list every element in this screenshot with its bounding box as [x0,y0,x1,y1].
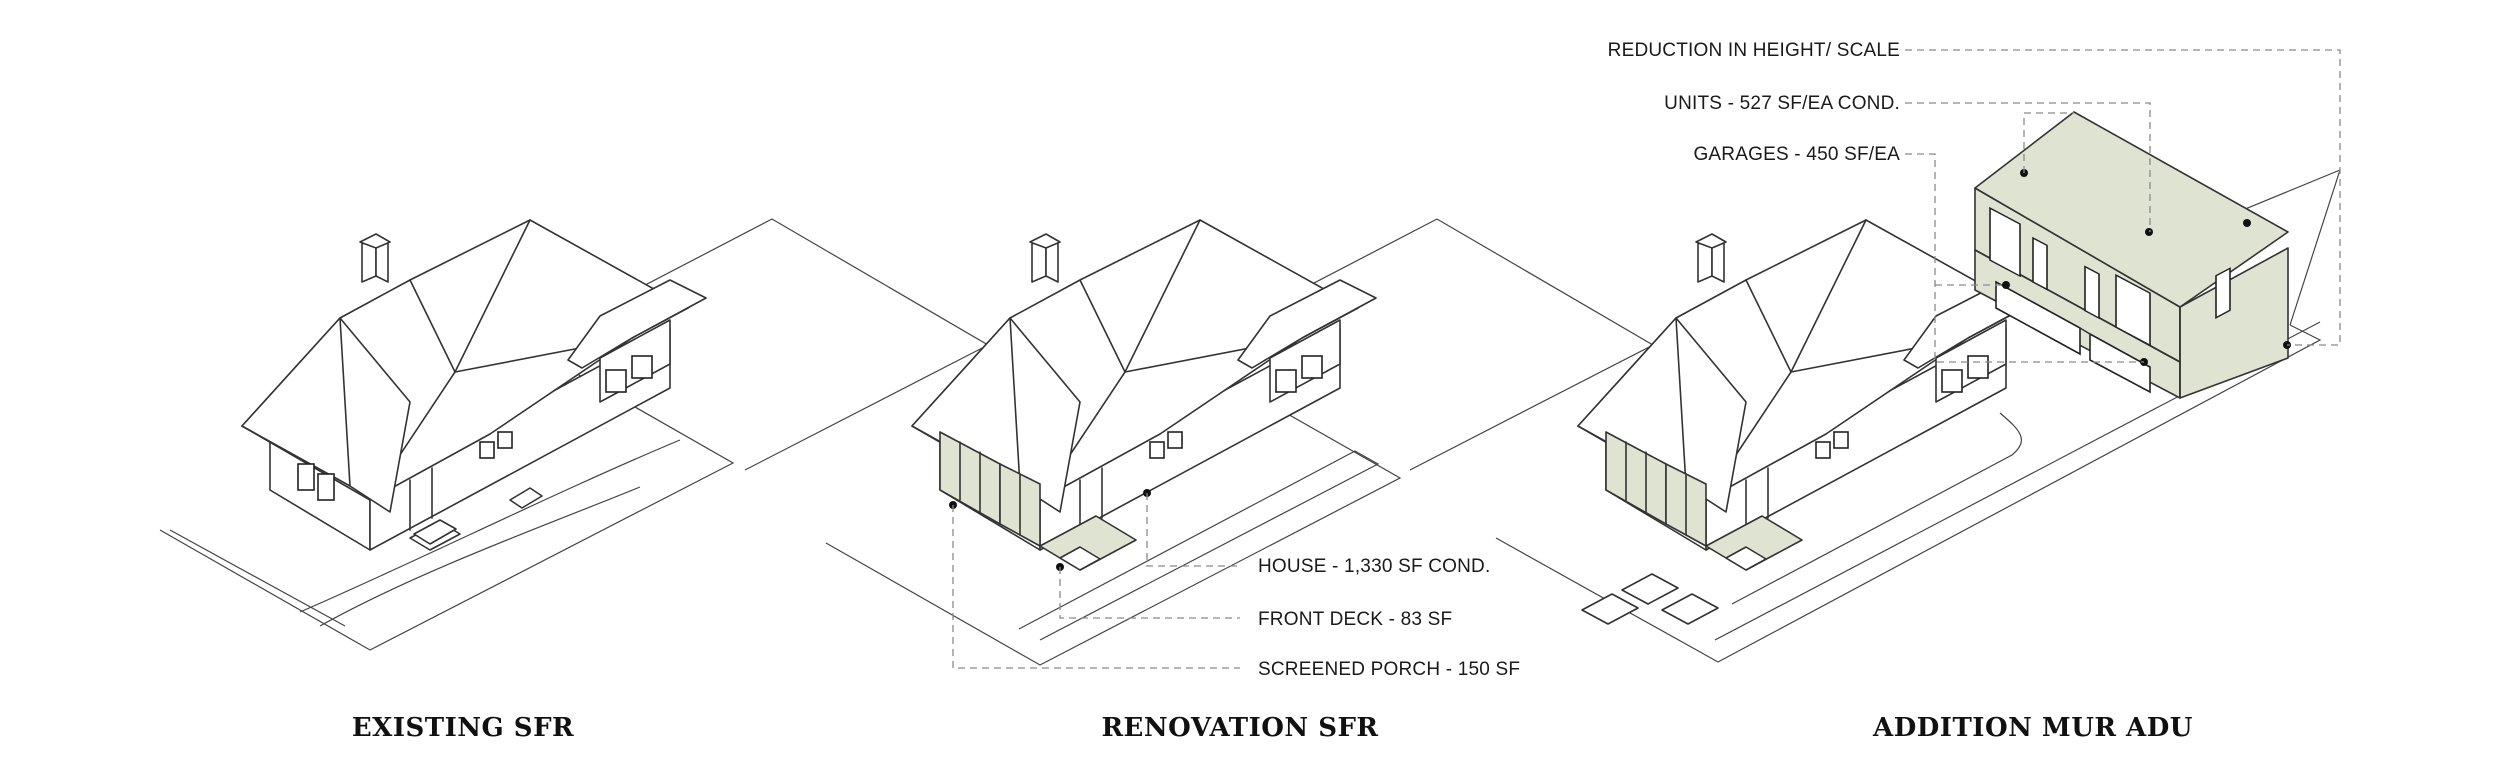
adu-building [1974,111,2291,399]
label-garages: GARAGES - 450 SF/EA [1693,144,1900,165]
caption-renovation: RENOVATION SFR [1101,713,1378,743]
renovation-sfr-drawing [825,218,1655,669]
addition-mur-adu-drawing [1495,49,2341,663]
caption-addition: ADDITION MUR ADU [1872,713,2193,743]
label-house: HOUSE - 1,330 SF COND. [1258,556,1490,577]
label-units: UNITS - 527 SF/EA COND. [1664,93,1900,114]
label-reduction-height: REDUCTION IN HEIGHT/ SCALE [1608,40,1900,61]
caption-existing: EXISTING SFR [352,713,574,743]
label-screened-porch: SCREENED PORCH - 150 SF [1258,659,1520,680]
existing-sfr-drawing [159,218,990,651]
label-front-deck: FRONT DECK - 83 SF [1258,609,1452,630]
